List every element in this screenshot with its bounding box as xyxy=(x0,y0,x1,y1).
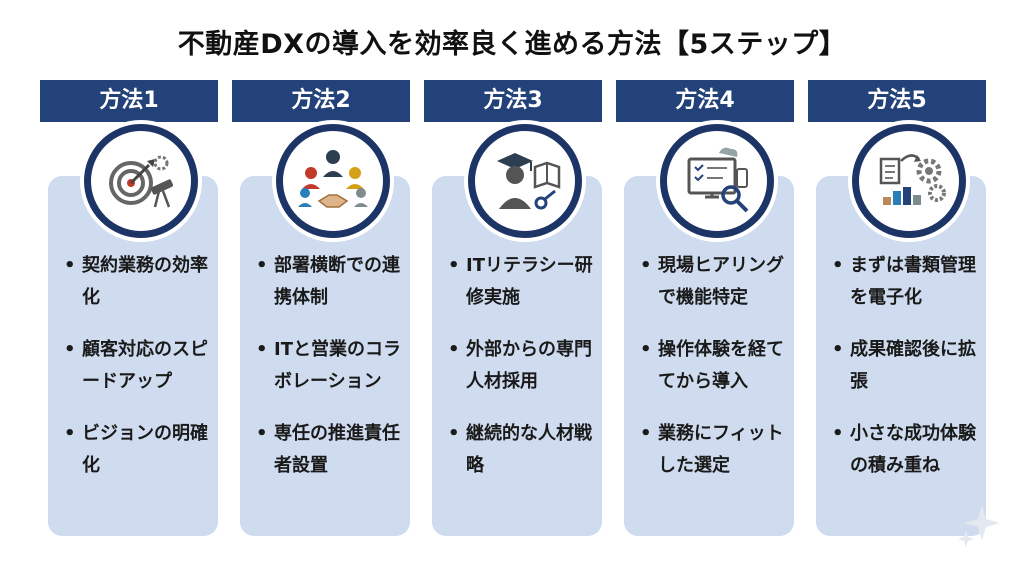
bullet-item: ITリテラシー研修実施 xyxy=(444,250,604,314)
step-header: 方法5 xyxy=(808,80,986,122)
bullet-item: ITと営業のコラボレーション xyxy=(252,334,412,398)
step-header: 方法2 xyxy=(232,80,410,122)
page-title: 不動産DXの導入を効率良く進める方法【5ステップ】 xyxy=(177,29,847,60)
bullet-item: ビジョンの明確化 xyxy=(60,418,220,482)
bullet-item: 成果確認後に拡張 xyxy=(828,334,988,398)
step-header: 方法4 xyxy=(616,80,794,122)
step-5: まずは書類管理を電子化 成果確認後に拡張 小さな成功体験の積み重ね 方法5 xyxy=(808,80,986,542)
bullet-item: 業務にフィットした選定 xyxy=(636,418,796,482)
step-3: ITリテラシー研修実施 外部からの専門人材採用 継続的な人材戦略 方法3 xyxy=(424,80,602,542)
documents-gears-growth-icon xyxy=(852,124,966,238)
step-2: 部署横断での連携体制 ITと営業のコラボレーション 専任の推進責任者設置 方法2 xyxy=(232,80,410,542)
bullet-list: 契約業務の効率化 顧客対応のスピードアップ ビジョンの明確化 xyxy=(60,250,220,502)
step-4: 現場ヒアリングで機能特定 操作体験を経ててから導入 業務にフィットした選定 方法… xyxy=(616,80,794,542)
step-1: 契約業務の効率化 顧客対応のスピードアップ ビジョンの明確化 方法1 xyxy=(40,80,218,542)
bullet-item: まずは書類管理を電子化 xyxy=(828,250,988,314)
bullet-item: 現場ヒアリングで機能特定 xyxy=(636,250,796,314)
bullet-list: まずは書類管理を電子化 成果確認後に拡張 小さな成功体験の積み重ね xyxy=(828,250,988,502)
bullet-item: 継続的な人材戦略 xyxy=(444,418,604,482)
bullet-item: 小さな成功体験の積み重ね xyxy=(828,418,988,482)
bullet-item: 顧客対応のスピードアップ xyxy=(60,334,220,398)
step-header: 方法3 xyxy=(424,80,602,122)
team-handshake-icon xyxy=(276,124,390,238)
bullet-item: 専任の推進責任者設置 xyxy=(252,418,412,482)
monitor-checklist-magnifier-icon xyxy=(660,124,774,238)
bullet-item: 部署横断での連携体制 xyxy=(252,250,412,314)
target-telescope-gears-icon xyxy=(84,124,198,238)
graduate-book-icon xyxy=(468,124,582,238)
step-header: 方法1 xyxy=(40,80,218,122)
bullet-list: 現場ヒアリングで機能特定 操作体験を経ててから導入 業務にフィットした選定 xyxy=(636,250,796,502)
bullet-list: 部署横断での連携体制 ITと営業のコラボレーション 専任の推進責任者設置 xyxy=(252,250,412,502)
bullet-list: ITリテラシー研修実施 外部からの専門人材採用 継続的な人材戦略 xyxy=(444,250,604,502)
sparkle-icon xyxy=(958,505,1000,547)
bullet-item: 操作体験を経ててから導入 xyxy=(636,334,796,398)
bullet-item: 契約業務の効率化 xyxy=(60,250,220,314)
bullet-item: 外部からの専門人材採用 xyxy=(444,334,604,398)
